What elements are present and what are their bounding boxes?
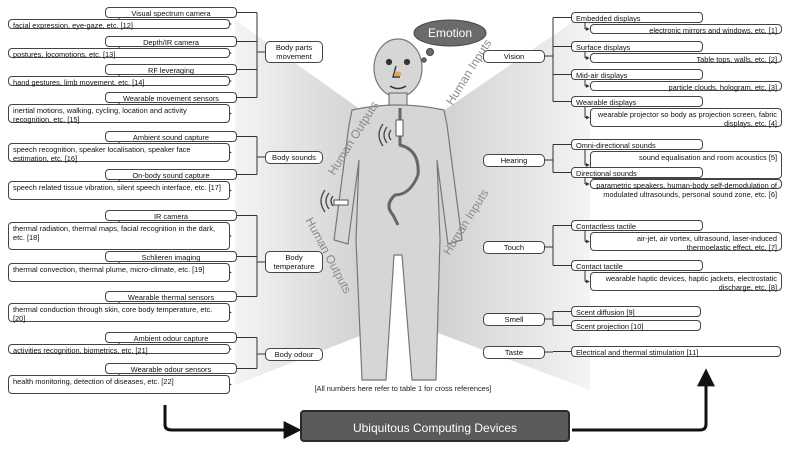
input-embedded-displays: Embedded displays bbox=[571, 12, 703, 23]
detail-mid-air-displays: particle clouds, hologram, etc. [3] bbox=[590, 81, 782, 92]
category-body-sounds: Body sounds bbox=[265, 150, 323, 164]
detail-surface-displays: Table tops, walls, etc. [2] bbox=[590, 53, 782, 64]
outputs-to-devices-arrow bbox=[163, 405, 302, 439]
detail-wearable-movement-sensors: inertial motions, walking, cycling, loca… bbox=[8, 104, 230, 124]
input-electrical-and-thermal-stimulation-11: Electrical and thermal stimulation [11] bbox=[571, 346, 781, 357]
sensor-ir-camera: IR camera bbox=[105, 210, 237, 221]
detail-wearable-thermal-sensors: thermal conduction through skin, core bo… bbox=[8, 303, 230, 323]
inputs-wedge bbox=[430, 10, 590, 390]
detail-ir-camera: thermal radiation, thermal maps, facial … bbox=[8, 222, 230, 250]
sensor-wearable-movement-sensors: Wearable movement sensors bbox=[105, 92, 237, 103]
sensor-ambient-odour-capture: Ambient odour capture bbox=[105, 332, 237, 343]
category-vision: Vision bbox=[483, 49, 545, 63]
sensor-ambient-sound-capture: Ambient sound capture bbox=[105, 131, 237, 142]
outputs-wedge bbox=[235, 20, 375, 385]
category-body-odour: Body odour bbox=[265, 347, 323, 361]
ubiquitous-computing-devices-box: Ubiquitous Computing Devices bbox=[300, 410, 570, 442]
devices-to-inputs-arrow bbox=[572, 368, 715, 432]
input-surface-displays: Surface displays bbox=[571, 41, 703, 52]
category-body-temperature: Body temperature bbox=[265, 251, 323, 273]
category-hearing: Hearing bbox=[483, 153, 545, 167]
footnote: [All numbers here refer to table 1 for c… bbox=[314, 384, 492, 393]
detail-rf-leveraging: hand gestures, limb movement, etc. [14] bbox=[8, 76, 230, 87]
sound-wave-icon bbox=[320, 123, 392, 213]
input-mid-air-displays: Mid-air displays bbox=[571, 69, 703, 80]
emotion-label: Emotion bbox=[427, 26, 473, 40]
category-smell: Smell bbox=[483, 312, 545, 326]
input-contactless-tactile: Contactless tactile bbox=[571, 220, 703, 231]
sensor-depth-ir-camera: Depth/IR camera bbox=[105, 36, 237, 47]
sensor-visual-spectrum-camera: Visual spectrum camera bbox=[105, 7, 237, 18]
detail-on-body-sound-capture: speech related tissue vibration, silent … bbox=[8, 181, 230, 200]
category-body-parts-movement: Body parts movement bbox=[265, 41, 323, 63]
detail-directional-sounds: parametric speakers, human-body self-dem… bbox=[590, 179, 782, 199]
detail-ambient-odour-capture: activities recognition, biometrics, etc.… bbox=[8, 344, 230, 355]
detail-schlieren-imaging: thermal convection, thermal plume, micro… bbox=[8, 263, 230, 282]
sensor-schlieren-imaging: Schlieren imaging bbox=[105, 251, 237, 262]
category-touch: Touch bbox=[483, 240, 545, 254]
sensor-wearable-thermal-sensors: Wearable thermal sensors bbox=[105, 291, 237, 302]
detail-contactless-tactile: air-jet, air vortex, ultrasound, laser-i… bbox=[590, 232, 782, 252]
emotion-cloud-icon bbox=[413, 19, 487, 63]
sensor-wearable-odour-sensors: Wearable odour sensors bbox=[105, 363, 237, 374]
category-taste: Taste bbox=[483, 345, 545, 359]
human-figure-icon bbox=[333, 38, 463, 381]
detail-embedded-displays: electronic mirrors and windows, etc. [1] bbox=[590, 24, 782, 35]
detail-omni-directional-sounds: sound equalisation and room acoustics [5… bbox=[590, 151, 782, 179]
detail-visual-spectrum-camera: facial expression, eye-gaze, etc. [12] bbox=[8, 19, 230, 30]
detail-depth-ir-camera: postures, locomotions, etc. [13] bbox=[8, 48, 230, 59]
input-directional-sounds: Directional sounds bbox=[571, 167, 703, 178]
nose-marker-icon bbox=[394, 71, 402, 77]
sensor-rf-leveraging: RF leveraging bbox=[105, 64, 237, 75]
digestive-tract-icon bbox=[387, 108, 420, 226]
detail-wearable-odour-sensors: health monitoring, detection of diseases… bbox=[8, 375, 230, 394]
detail-contact-tactile: wearable haptic devices, haptic jackets,… bbox=[590, 272, 782, 292]
input-wearable-displays: Wearable displays bbox=[571, 96, 703, 107]
detail-wearable-displays: wearable projector so body as projection… bbox=[590, 108, 782, 128]
face-icon bbox=[385, 58, 411, 90]
input-scent-diffusion-9: Scent diffusion [9] bbox=[571, 306, 701, 317]
detail-ambient-sound-capture: speech recognition, speaker localisation… bbox=[8, 143, 230, 163]
input-omni-directional-sounds: Omni-directional sounds bbox=[571, 139, 703, 150]
sensor-on-body-sound-capture: On-body sound capture bbox=[105, 169, 237, 180]
input-contact-tactile: Contact tactile bbox=[571, 260, 703, 271]
wrist-sensor-icon bbox=[333, 199, 349, 206]
input-scent-projection-10: Scent projection [10] bbox=[571, 320, 701, 331]
wearable-chest-icon bbox=[395, 119, 404, 137]
